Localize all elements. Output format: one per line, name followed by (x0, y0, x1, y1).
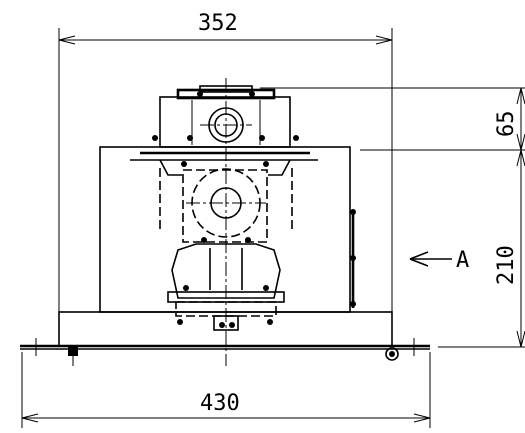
dimension-bottom: 430 (21, 352, 431, 428)
dimension-right-upper-label: 65 (494, 111, 519, 138)
dimension-top: 352 (58, 11, 393, 312)
dimension-top-label: 352 (198, 11, 238, 36)
dimension-bottom-label: 430 (200, 391, 240, 416)
dimension-right: 65 210 (260, 87, 525, 348)
machine-outline (20, 78, 430, 366)
view-arrow-a-label: A (456, 248, 469, 273)
dimension-right-lower-label: 210 (494, 245, 519, 285)
view-arrow-a: A (409, 248, 469, 273)
